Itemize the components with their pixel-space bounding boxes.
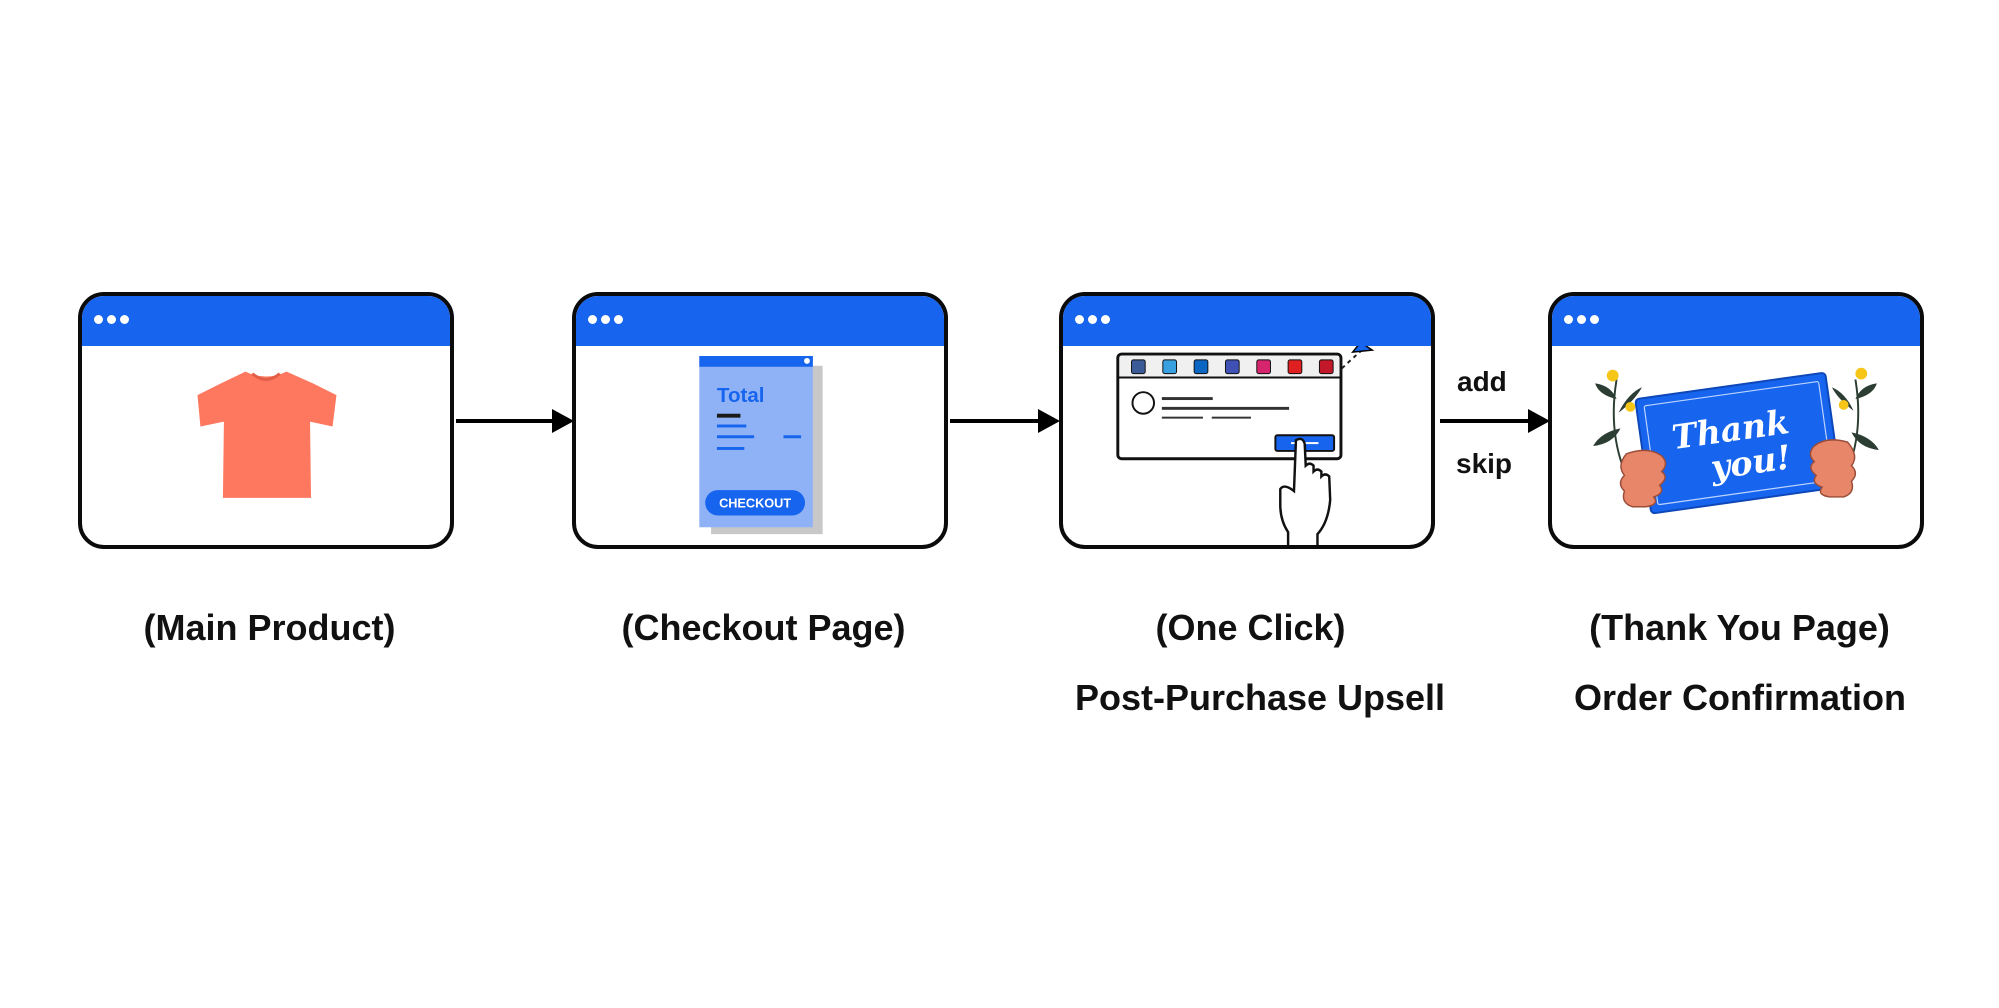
flow-arrow — [950, 409, 1060, 433]
window-thank-you-page: Thank you! — [1548, 292, 1924, 549]
window-dot — [1577, 315, 1586, 324]
window-title-bar — [576, 296, 944, 346]
step-subtitle-post-purchase-upsell: Post-Purchase Upsell — [1074, 677, 1446, 718]
window-title-bar — [1063, 296, 1431, 346]
window-dot — [1590, 315, 1599, 324]
hands-icon — [1619, 439, 1857, 508]
window-post-purchase-upsell — [1059, 292, 1435, 549]
window-dot — [94, 315, 103, 324]
thank-you-card-icon: Thank you! — [1593, 367, 1879, 515]
window-title-bar — [1552, 296, 1920, 346]
window-dot — [614, 315, 623, 324]
step-subtitle-order-confirmation: Order Confirmation — [1573, 677, 1906, 718]
window-dot — [1075, 315, 1084, 324]
window-dot — [107, 315, 116, 324]
receipt-total-label: Total — [717, 384, 765, 407]
window-dot — [120, 315, 129, 324]
window-checkout-page: Total CHECKOUT — [572, 292, 948, 549]
t-shirt-icon — [197, 371, 337, 498]
checkout-button-label: CHECKOUT — [719, 496, 791, 511]
flowers-icon — [1593, 367, 1879, 466]
step-title-checkout-page: (Checkout Page) — [621, 607, 906, 648]
window-dot — [588, 315, 597, 324]
step-title-thank-you-page: (Thank You Page) — [1589, 607, 1890, 648]
flow-arrow — [456, 409, 574, 433]
branch-label-skip: skip — [1456, 448, 1513, 479]
cloud-icon — [1271, 346, 1299, 354]
window-title-bar — [82, 296, 450, 346]
step-title-main-product: (Main Product) — [143, 607, 396, 648]
window-dot — [1101, 315, 1110, 324]
receipt-icon: Total CHECKOUT — [699, 355, 823, 535]
branch-label-add: add — [1457, 366, 1507, 397]
pointing-hand-icon — [1279, 437, 1332, 545]
window-dot — [1088, 315, 1097, 324]
flow-arrow — [1440, 409, 1550, 433]
paper-plane-icon — [1351, 346, 1375, 353]
social-icons — [1131, 359, 1334, 375]
step-title-one-click: (One Click) — [1155, 607, 1346, 648]
upsell-popup-icon — [1116, 346, 1375, 545]
window-dot — [601, 315, 610, 324]
window-main-product — [78, 292, 454, 549]
window-dot — [1564, 315, 1573, 324]
